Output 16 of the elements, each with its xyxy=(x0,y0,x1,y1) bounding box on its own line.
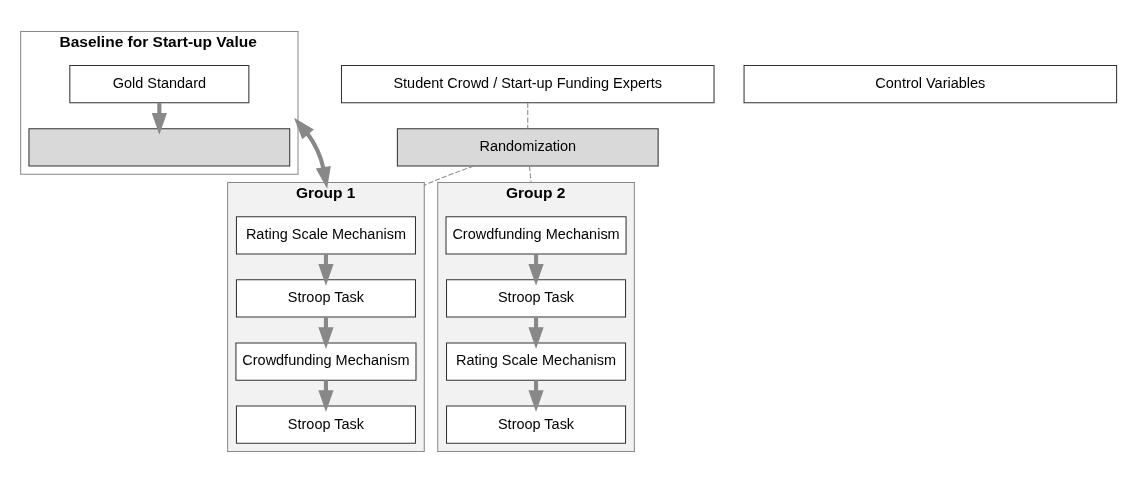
node-box: Control Variables xyxy=(743,65,1118,104)
node-box: Stroop Task xyxy=(235,279,416,318)
node-box: Crowdfunding Mechanism xyxy=(235,342,417,381)
node-box: Gold Standard xyxy=(69,65,250,104)
connector xyxy=(527,102,529,129)
node-box: Stroop Task xyxy=(446,405,627,444)
node-box: Rating Scale Mechanism xyxy=(235,216,416,255)
arrow xyxy=(293,117,331,189)
node-box: Rating Scale Mechanism xyxy=(446,342,627,381)
node-box: Stroop Task xyxy=(235,405,416,444)
node-box: Randomization xyxy=(396,128,659,167)
node-box xyxy=(28,128,291,167)
node-box: Crowdfunding Mechanism xyxy=(445,216,627,255)
connector xyxy=(528,165,532,184)
node-box: Student Crowd / Start-up Funding Experts xyxy=(340,65,715,104)
node-box: Stroop Task xyxy=(446,279,627,318)
